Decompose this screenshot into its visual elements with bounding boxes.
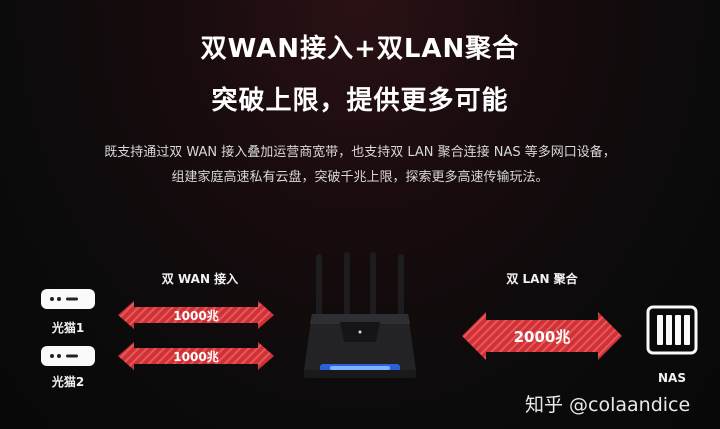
headline-line-1: 双WAN接入+双LAN聚合	[200, 34, 520, 64]
description-line-2: 组建家庭高速私有云盘，突破千兆上限，探索更多高速传输玩法。	[171, 170, 549, 185]
modem-icon	[40, 288, 96, 312]
wan-arrow-1: 1000兆	[118, 301, 274, 329]
lan-label: 双 LAN 聚合	[506, 272, 578, 286]
lan-arrow: 2000兆	[462, 312, 622, 360]
modem-2-label: 光猫2	[51, 375, 85, 389]
headline-line-2: 突破上限，提供更多可能	[211, 86, 509, 116]
wan-speed-1: 1000兆	[173, 308, 219, 323]
watermark: 知乎 @colaandice	[525, 394, 691, 416]
wan-speed-2: 1000兆	[173, 349, 219, 364]
wan-arrow-2: 1000兆	[118, 342, 274, 370]
modem-1-label: 光猫1	[51, 321, 85, 335]
modem-icon	[40, 345, 96, 369]
router-image	[300, 252, 420, 384]
lan-speed: 2000兆	[513, 327, 571, 346]
nas-label: NAS	[658, 371, 686, 385]
nas-icon	[646, 305, 698, 355]
description-line-1: 既支持通过双 WAN 接入叠加运营商宽带，也支持双 LAN 聚合连接 NAS 等…	[104, 145, 616, 160]
wan-label: 双 WAN 接入	[161, 272, 239, 286]
